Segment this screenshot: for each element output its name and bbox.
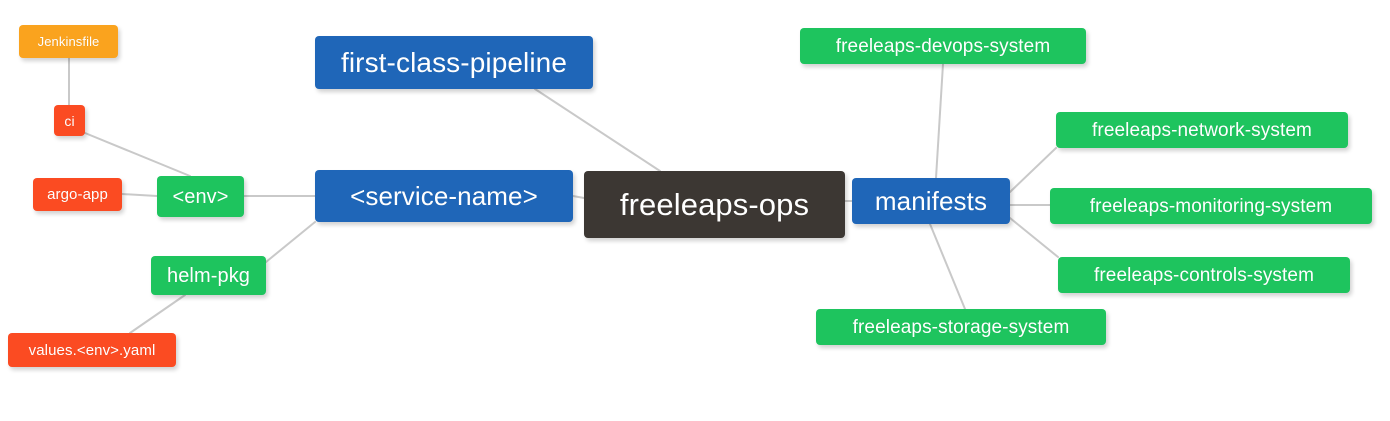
mindmap-node-argo-app[interactable]: argo-app bbox=[33, 178, 122, 211]
mindmap-node-storage-system[interactable]: freeleaps-storage-system bbox=[816, 309, 1106, 345]
mindmap-node-first-class-pipeline[interactable]: first-class-pipeline bbox=[315, 36, 593, 89]
edge-ci-env bbox=[84, 132, 191, 177]
mindmap-node-env[interactable]: <env> bbox=[157, 176, 244, 217]
edge-manifests-devops bbox=[935, 63, 944, 179]
mindmap-node-network-system[interactable]: freeleaps-network-system bbox=[1056, 112, 1348, 148]
mindmap-node-label: Jenkinsfile bbox=[37, 34, 100, 49]
mindmap-node-label: helm-pkg bbox=[166, 264, 251, 287]
edge-servicename-root bbox=[572, 195, 585, 199]
edge-helmpkg-values bbox=[129, 294, 186, 334]
mindmap-node-label: manifests bbox=[874, 186, 988, 216]
mindmap-node-manifests[interactable]: manifests bbox=[852, 178, 1010, 224]
mindmap-node-controls-system[interactable]: freeleaps-controls-system bbox=[1058, 257, 1350, 293]
mindmap-node-ci[interactable]: ci bbox=[54, 105, 85, 136]
mindmap-node-label: first-class-pipeline bbox=[340, 46, 568, 78]
edge-manifests-storage bbox=[929, 223, 966, 310]
mindmap-node-helm-pkg[interactable]: helm-pkg bbox=[151, 256, 266, 295]
mindmap-node-label: freeleaps-monitoring-system bbox=[1089, 195, 1333, 217]
mindmap-node-label: freeleaps-network-system bbox=[1092, 119, 1312, 141]
mindmap-node-label: <service-name> bbox=[350, 181, 538, 211]
mindmap-node-label: <env> bbox=[172, 185, 229, 208]
edge-manifests-controls bbox=[1009, 217, 1059, 258]
mindmap-node-label: argo-app bbox=[47, 186, 108, 203]
mindmap-node-label: freeleaps-storage-system bbox=[852, 316, 1070, 338]
mindmap-node-label: values.<env>.yaml bbox=[28, 341, 156, 359]
edge-servicename-helmpkg bbox=[265, 221, 316, 263]
edge-pipeline-root bbox=[534, 88, 661, 172]
mindmap-node-label: freeleaps-devops-system bbox=[835, 35, 1051, 57]
mindmap-node-label: freeleaps-controls-system bbox=[1093, 264, 1315, 286]
mindmap-node-monitoring-system[interactable]: freeleaps-monitoring-system bbox=[1050, 188, 1372, 224]
mindmap-node-values-env-yaml[interactable]: values.<env>.yaml bbox=[8, 333, 176, 367]
mindmap-node-label: freeleaps-ops bbox=[619, 187, 810, 222]
mindmap-node-service-name[interactable]: <service-name> bbox=[315, 170, 573, 222]
mindmap-node-freeleaps-ops[interactable]: freeleaps-ops bbox=[584, 171, 845, 238]
mindmap-node-label: ci bbox=[64, 112, 75, 129]
mindmap-node-jenkinsfile[interactable]: Jenkinsfile bbox=[19, 25, 118, 58]
mindmap-node-devops-system[interactable]: freeleaps-devops-system bbox=[800, 28, 1086, 64]
edge-argoapp-env bbox=[121, 193, 158, 197]
edge-manifests-network bbox=[1009, 147, 1057, 193]
